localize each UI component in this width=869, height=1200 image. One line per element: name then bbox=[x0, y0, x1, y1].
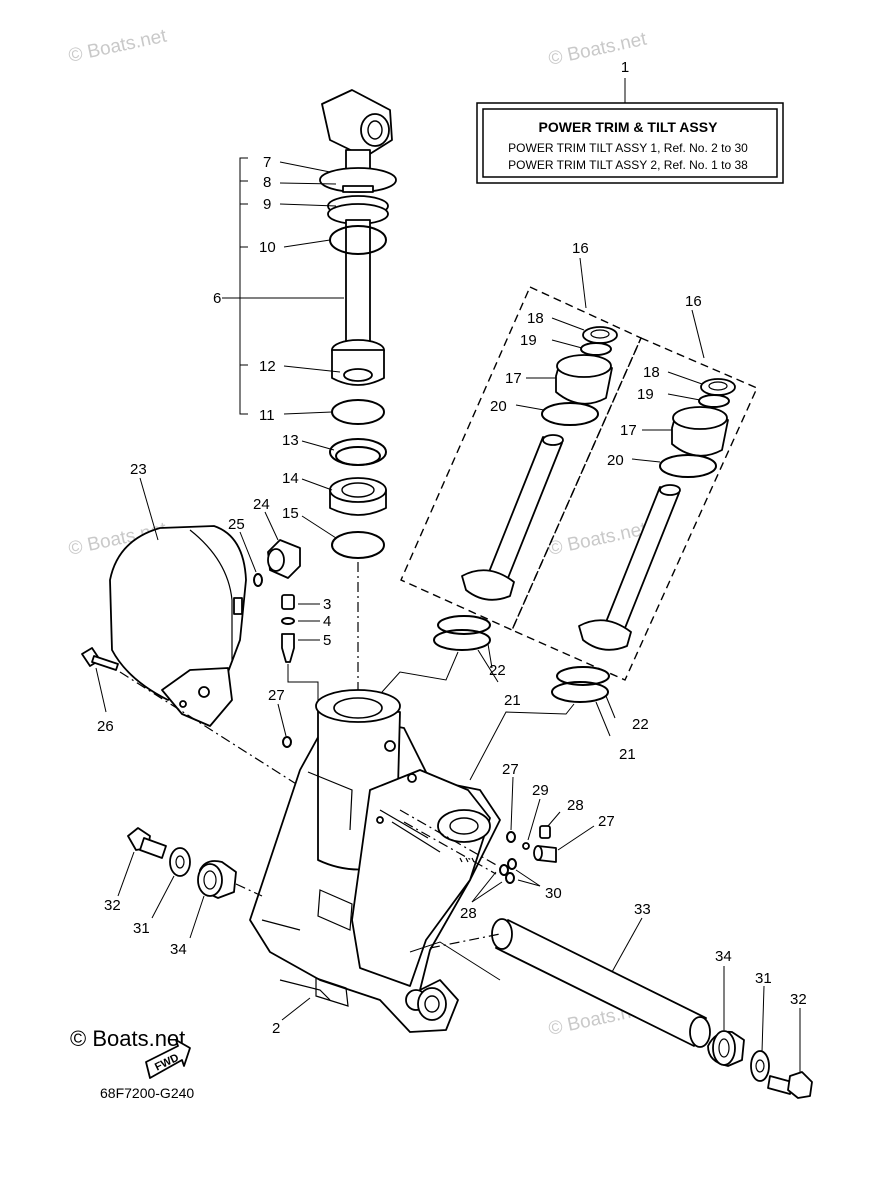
callout-29: 29 bbox=[532, 782, 549, 799]
callout-27d: 28 bbox=[460, 905, 477, 922]
callout-22a: 22 bbox=[489, 662, 506, 679]
callout-33: 33 bbox=[634, 901, 651, 918]
callout-31-left: 31 bbox=[133, 920, 150, 937]
centerline-26 bbox=[119, 671, 313, 795]
callout-14: 14 bbox=[282, 470, 299, 487]
o-ring-4 bbox=[281, 617, 295, 625]
title-box-outer bbox=[476, 102, 784, 184]
pin-28 bbox=[539, 825, 551, 839]
bolt-32-right bbox=[767, 1071, 813, 1099]
title-box-inner bbox=[482, 108, 778, 178]
ball-29 bbox=[522, 842, 530, 850]
callout-23: 23 bbox=[130, 461, 147, 478]
callout-27b: 27 bbox=[502, 761, 519, 778]
callout-11: 11 bbox=[259, 407, 275, 424]
callout-21b: 21 bbox=[619, 746, 636, 763]
callout-19b: 19 bbox=[637, 386, 654, 403]
watermark-top-left: © Boats.net bbox=[67, 26, 169, 67]
callout-9: 9 bbox=[263, 196, 271, 213]
callout-2: 2 bbox=[272, 1020, 280, 1037]
centerline-port-1 bbox=[399, 809, 499, 867]
callout-22b: 22 bbox=[632, 716, 649, 733]
centerline-tube bbox=[429, 933, 501, 949]
bushing-34-right bbox=[707, 1030, 745, 1067]
callout-30: 27 bbox=[598, 813, 615, 830]
copyright-boats-net: © Boats.net bbox=[70, 1026, 185, 1051]
o-ring-27d bbox=[499, 864, 509, 876]
trim-rod-group-box-1 bbox=[400, 286, 642, 631]
callout-19a: 19 bbox=[520, 332, 537, 349]
o-ring-27b bbox=[506, 831, 516, 843]
leader-valve-5 bbox=[287, 664, 319, 705]
callout-28: 28 bbox=[567, 797, 584, 814]
callout-34-left: 34 bbox=[170, 941, 187, 958]
callout-10: 10 bbox=[259, 239, 276, 256]
title-box-line1: POWER TRIM TILT ASSY 1, Ref. No. 2 to 30 bbox=[508, 141, 748, 155]
cylinder-body-2 bbox=[249, 689, 501, 1033]
leader-rod-1 bbox=[381, 651, 459, 693]
callout-8: 8 bbox=[263, 174, 271, 191]
trim-rod-1 bbox=[461, 326, 618, 601]
callout-25: 25 bbox=[228, 516, 245, 533]
callout-13: 13 bbox=[282, 432, 299, 449]
callout-5: 5 bbox=[323, 632, 331, 649]
motor-23 bbox=[109, 525, 247, 727]
callout-17b: 17 bbox=[620, 422, 637, 439]
seal-14 bbox=[329, 477, 387, 516]
tilt-rod-assembly bbox=[319, 89, 397, 386]
bolt-26 bbox=[81, 647, 119, 671]
fwd-label: FWD bbox=[153, 1052, 181, 1074]
bushing-34-left bbox=[197, 860, 237, 899]
callout-20b: 20 bbox=[607, 452, 624, 469]
o-ring-27a bbox=[282, 736, 292, 748]
title-box-line2: POWER TRIM TILT ASSY 2, Ref. No. 1 to 38 bbox=[508, 158, 748, 172]
callout-16a: 16 bbox=[572, 240, 589, 257]
callout-4: 4 bbox=[323, 613, 331, 630]
callout-32-right: 32 bbox=[790, 991, 807, 1008]
callout-1: 1 bbox=[621, 59, 629, 76]
callout-3: 3 bbox=[323, 596, 331, 613]
callout-18a: 18 bbox=[527, 310, 544, 327]
valve-5 bbox=[281, 633, 295, 663]
o-ring-27c bbox=[507, 858, 517, 870]
o-ring-15 bbox=[331, 531, 385, 559]
backup-ring-13-inner bbox=[335, 446, 381, 466]
leader-rod-2 bbox=[469, 703, 575, 781]
callout-26: 26 bbox=[97, 718, 114, 735]
trim-rod-group-box-2 bbox=[511, 337, 758, 681]
ring-22a bbox=[437, 615, 491, 635]
o-ring-25 bbox=[253, 573, 263, 587]
callout-27a: 27 bbox=[268, 687, 285, 704]
callout-32-left: 32 bbox=[104, 897, 121, 914]
diagram-code: 68F7200-G240 bbox=[100, 1085, 194, 1101]
o-ring-11 bbox=[331, 399, 385, 425]
valve-3 bbox=[281, 594, 295, 610]
callout-31-right: 31 bbox=[755, 970, 772, 987]
o-ring-27e bbox=[505, 872, 515, 884]
callout-16b: 16 bbox=[685, 293, 702, 310]
bolt-32-left bbox=[127, 827, 167, 859]
o-ring-21b bbox=[551, 681, 609, 703]
callout-7: 7 bbox=[263, 154, 271, 171]
callout-21a: 21 bbox=[504, 692, 521, 709]
watermark-top-right: © Boats.net bbox=[547, 29, 649, 70]
callout-12: 12 bbox=[259, 358, 276, 375]
group-bracket-6 bbox=[239, 157, 248, 415]
callout-24: 24 bbox=[253, 496, 270, 513]
filter-24 bbox=[267, 539, 301, 579]
callout-27c: 30 bbox=[545, 885, 562, 902]
o-ring-21a bbox=[433, 629, 491, 651]
callout-20a: 20 bbox=[490, 398, 507, 415]
callout-15: 15 bbox=[282, 505, 299, 522]
callout-34-right: 34 bbox=[715, 948, 732, 965]
tilt-tube-33 bbox=[491, 918, 711, 1048]
ring-22b bbox=[556, 666, 610, 686]
callout-6: 6 bbox=[213, 290, 221, 307]
title-box-title: POWER TRIM & TILT ASSY bbox=[539, 119, 719, 135]
trim-rod-2 bbox=[578, 378, 736, 651]
callout-18b: 18 bbox=[643, 364, 660, 381]
callout-17a: 17 bbox=[505, 370, 522, 387]
centerline-left bbox=[235, 883, 263, 897]
